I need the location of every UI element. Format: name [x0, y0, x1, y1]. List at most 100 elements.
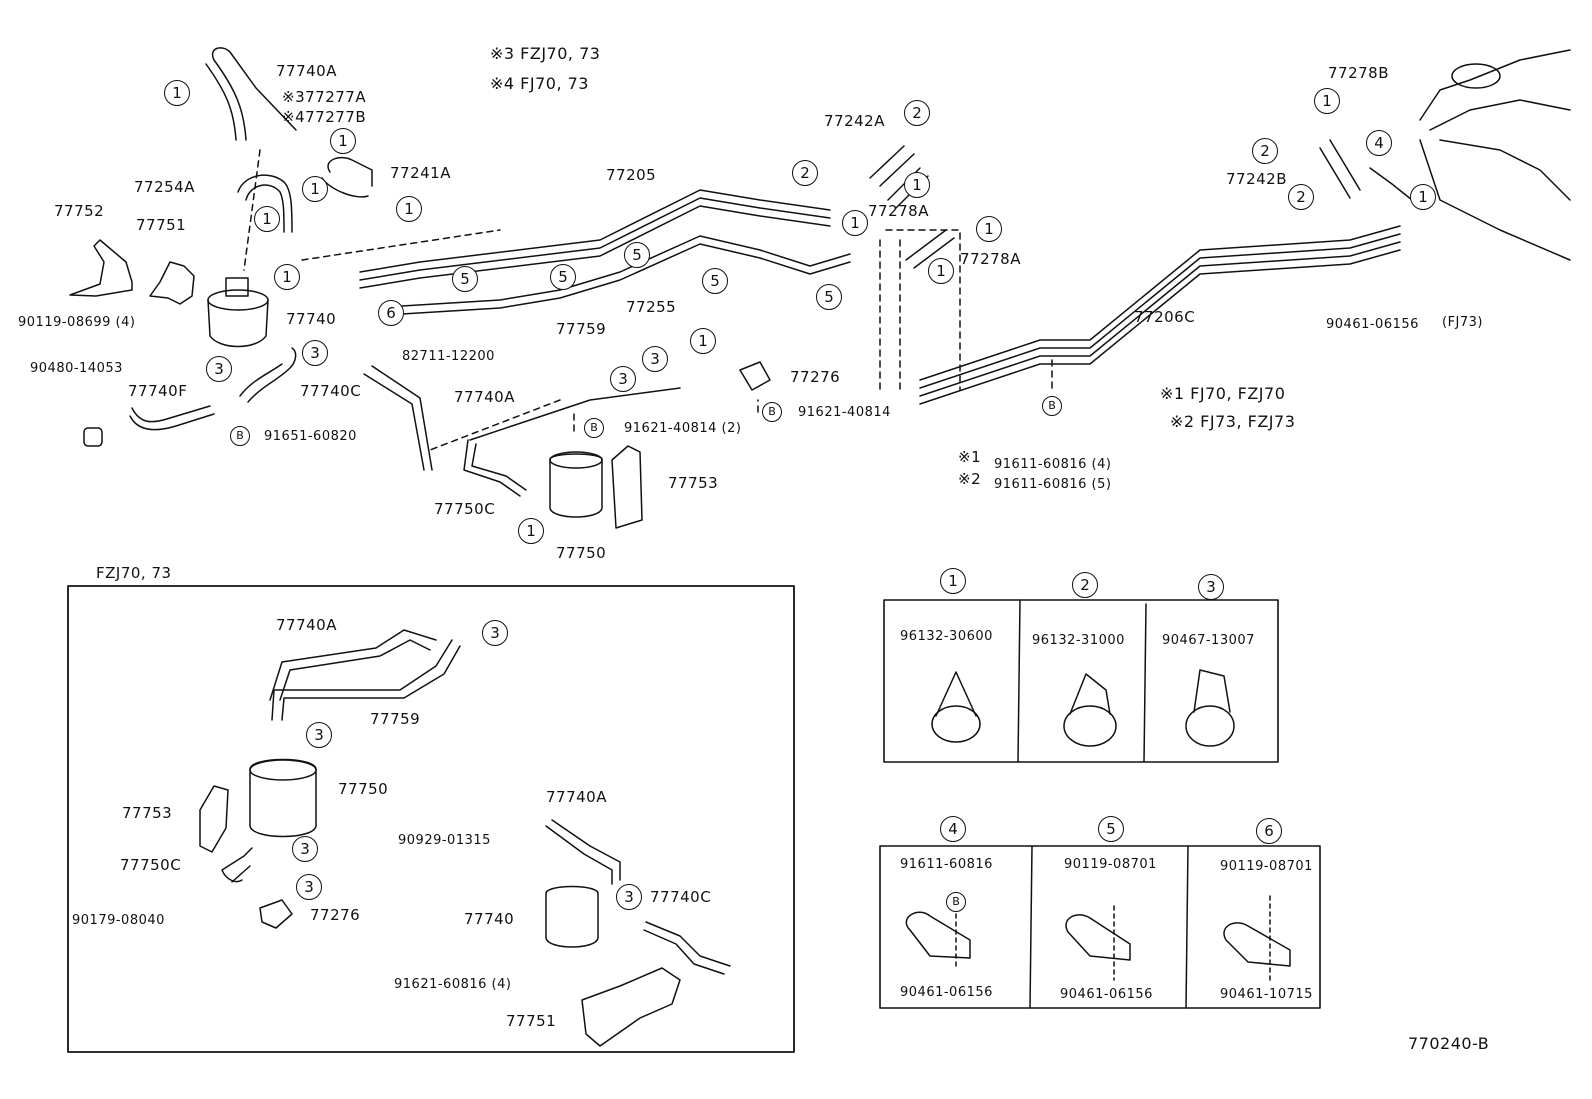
- table-callout-5: 5: [1098, 816, 1124, 842]
- callout-1: 1: [518, 518, 544, 544]
- callout-5: 5: [816, 284, 842, 310]
- inset-part-77759: 77759: [370, 710, 421, 728]
- fj73-label: (FJ73): [1442, 315, 1483, 330]
- inset-callout-3: 3: [616, 884, 642, 910]
- inset-part-90929-01315: 90929-01315: [398, 833, 491, 848]
- inset-hose-77740A-b: [545, 819, 621, 885]
- part-91651-60820: 91651-60820: [264, 429, 357, 444]
- hose-77278A: [905, 229, 955, 269]
- callout-1: 1: [330, 128, 356, 154]
- inset-callout-3: 3: [296, 874, 322, 900]
- callout-1: 1: [396, 196, 422, 222]
- callout-5: 5: [452, 266, 478, 292]
- clamp-5-top: 90119-08701: [1064, 857, 1157, 872]
- callout-1: 1: [254, 206, 280, 232]
- clamp-6-top: 90119-08701: [1220, 859, 1313, 874]
- inset-part-77751: 77751: [506, 1012, 557, 1030]
- line-77205: [359, 189, 831, 273]
- part-77254A: 77254A: [134, 178, 195, 196]
- diagram-code: 770240-B: [1408, 1034, 1490, 1053]
- table-callout-6: 6: [1256, 818, 1282, 844]
- clamp-3-part: 90467-13007: [1162, 633, 1255, 648]
- clamp-1-part: 96132-30600: [900, 629, 993, 644]
- inset-part-91621-60816: 91621-60816 (4): [394, 977, 512, 992]
- hose-77254A: [237, 174, 293, 233]
- bracket-77753: [611, 445, 643, 529]
- inset-bracket-77751: [581, 967, 681, 1047]
- inset-part-77276: 77276: [310, 906, 361, 924]
- part-77750C: 77750C: [434, 500, 496, 518]
- part-91611-60816-5: 91611-60816 (5): [994, 477, 1112, 492]
- callout-1: 1: [928, 258, 954, 284]
- bracket-77752: [69, 239, 133, 297]
- callout-3: 3: [206, 356, 232, 382]
- line-77255: [401, 235, 851, 307]
- inset-canister: [249, 758, 317, 838]
- part-77278A-2: 77278A: [960, 250, 1021, 268]
- hose-77750C: [463, 439, 527, 497]
- inset-part-77740: 77740: [464, 910, 515, 928]
- callout-1: 1: [1314, 88, 1340, 114]
- callout-1: 1: [976, 216, 1002, 242]
- canister-77740: [207, 299, 269, 348]
- part-77278B: 77278B: [1328, 64, 1390, 82]
- callout-b: B: [1042, 396, 1062, 416]
- inset-part-90179-08040: 90179-08040: [72, 913, 165, 928]
- callout-3: 3: [610, 366, 636, 392]
- part-77752: 77752: [54, 202, 105, 220]
- part-77276: 77276: [790, 368, 841, 386]
- callout-1: 1: [164, 80, 190, 106]
- part-77759: 77759: [556, 320, 607, 338]
- inset-part-77740A-b: 77740A: [546, 788, 607, 806]
- tank-area: [1419, 49, 1571, 261]
- table-callout-4: 4: [940, 816, 966, 842]
- callout-2: 2: [1252, 138, 1278, 164]
- part-77740A-top: 77740A: [276, 62, 337, 80]
- table-callout-3: 3: [1198, 574, 1224, 600]
- part-77751: 77751: [136, 216, 187, 234]
- hose-77740A-top: [211, 47, 297, 141]
- part-90480-14053: 90480-14053: [30, 361, 123, 376]
- part-77740F: 77740F: [128, 382, 188, 400]
- inset-hose-77750C: [221, 847, 253, 883]
- inset-part-77740C: 77740C: [650, 888, 712, 906]
- part-77740A-mid: 77740A: [454, 388, 515, 406]
- inset-hose-77740A: [269, 629, 437, 701]
- callout-2: 2: [1288, 184, 1314, 210]
- note-2b: ※2: [958, 470, 982, 488]
- bracket-77751: [149, 261, 195, 305]
- callout-b: B: [230, 426, 250, 446]
- clamp-4-bottom: 90461-06156: [900, 985, 993, 1000]
- inset-callout-3: 3: [482, 620, 508, 646]
- inset-canister-77740: [545, 885, 599, 948]
- table-callout-2: 2: [1072, 572, 1098, 598]
- inset-part-77750: 77750: [338, 780, 389, 798]
- part-91611-60816-4: 91611-60816 (4): [994, 457, 1112, 472]
- callout-5: 5: [550, 264, 576, 290]
- callout-1: 1: [904, 172, 930, 198]
- part-77753: 77753: [668, 474, 719, 492]
- part-77740C: 77740C: [300, 382, 362, 400]
- callout-6: 6: [378, 300, 404, 326]
- inset-hose-77759: [271, 639, 461, 721]
- hose-77740A-mid: [363, 365, 433, 471]
- part-77278A-1: 77278A: [868, 202, 929, 220]
- callout-b: B: [584, 418, 604, 438]
- clamp-2-part: 96132-31000: [1032, 633, 1125, 648]
- canister-77750: [549, 453, 603, 518]
- clamp-6-bottom: 90461-10715: [1220, 987, 1313, 1002]
- inset-callout-3: 3: [306, 722, 332, 748]
- inset-valve-77276: [259, 899, 293, 929]
- hose-77242A: [869, 145, 915, 187]
- part-77740: 77740: [286, 310, 337, 328]
- hose-77740F: [129, 405, 215, 431]
- callout-b: B: [762, 402, 782, 422]
- part-91621-40814-2: 91621-40814 (2): [624, 421, 742, 436]
- inset-part-77740A: 77740A: [276, 616, 337, 634]
- valve-77276: [739, 361, 771, 391]
- callout-2: 2: [904, 100, 930, 126]
- inset-bracket-77753: [199, 785, 229, 853]
- part-77255: 77255: [626, 298, 677, 316]
